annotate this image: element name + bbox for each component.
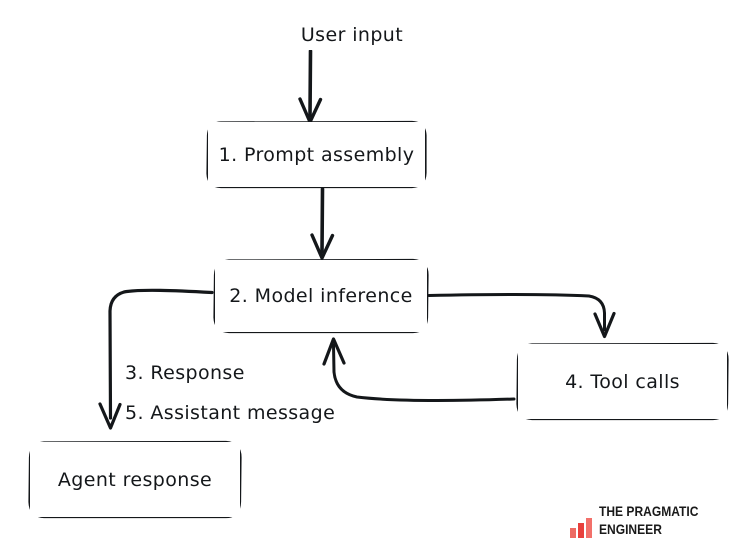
bar-chart-icon-bar-2	[578, 523, 584, 538]
arrowhead-model-inference-to-agent-response	[98, 402, 122, 430]
arrowhead-model-inference-to-tool-calls	[593, 311, 616, 339]
edge-prompt-assembly-to-model-inference	[320, 187, 325, 254]
edge-model-inference-to-tool-calls	[427, 293, 606, 332]
edge-user-input-to-prompt-assembly	[308, 49, 313, 118]
node-model-inference: 2. Model inference	[215, 260, 427, 332]
arrowhead-prompt-assembly-to-model-inference	[310, 233, 335, 260]
node-prompt-assembly: 1. Prompt assembly	[208, 122, 425, 187]
bar-chart-icon-bar-1	[570, 528, 576, 538]
brand-name: THE PRAGMATIC ENGINEER	[599, 503, 699, 537]
edge-tool-calls-to-model-inference	[332, 343, 516, 403]
bar-chart-icon-bar-3	[586, 518, 592, 538]
edge-model-inference-to-agent-response	[108, 288, 214, 420]
arrowhead-tool-calls-to-model-inference	[322, 337, 346, 366]
brand-logo: THE PRAGMATIC ENGINEER	[570, 503, 750, 538]
edge-label-response: 3. Response	[125, 362, 245, 384]
edge-label-assistant-message: 5. Assistant message	[125, 402, 336, 424]
node-agent-response: Agent response	[30, 442, 240, 517]
node-tool-calls: 4. Tool calls	[518, 344, 727, 419]
bar-chart-icon	[570, 518, 592, 538]
node-user-input: User input	[252, 20, 452, 50]
